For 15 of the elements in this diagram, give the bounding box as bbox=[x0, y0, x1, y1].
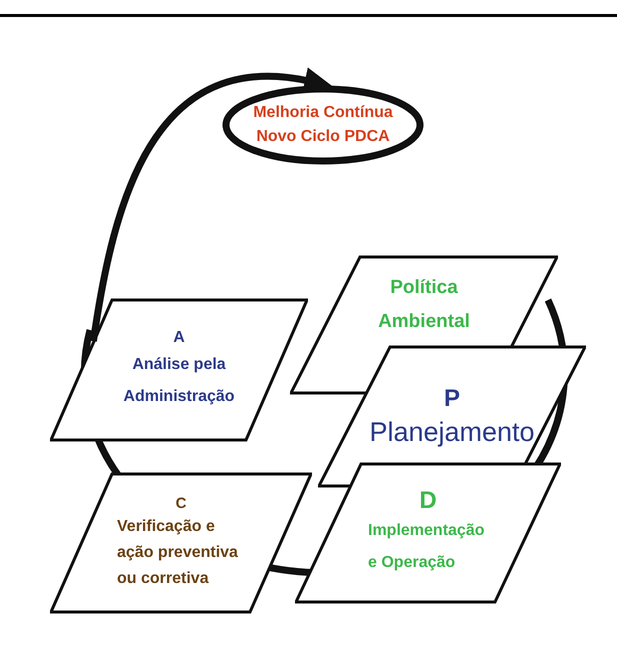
ellipse-loop bbox=[222, 85, 424, 165]
node-text: Planejamento bbox=[369, 416, 535, 449]
node-text: C bbox=[176, 494, 186, 514]
node-text: P bbox=[444, 384, 460, 414]
parallelogram-box bbox=[295, 462, 561, 604]
parallelogram-box bbox=[50, 472, 312, 614]
node-text: A bbox=[173, 328, 185, 348]
node-text: Implementação e Operação bbox=[368, 521, 486, 573]
node-text: Política Ambiental bbox=[377, 276, 471, 334]
node-text: Melhoria Contínua Novo Ciclo PDCA bbox=[252, 103, 394, 147]
node-text: Análise pela Administração bbox=[122, 355, 236, 407]
node-text: Verificação e ação preventiva ou corretiva bbox=[117, 517, 239, 589]
node-text: D bbox=[419, 487, 437, 515]
cycle-arrow bbox=[90, 68, 333, 342]
parallelogram-box bbox=[50, 298, 308, 442]
